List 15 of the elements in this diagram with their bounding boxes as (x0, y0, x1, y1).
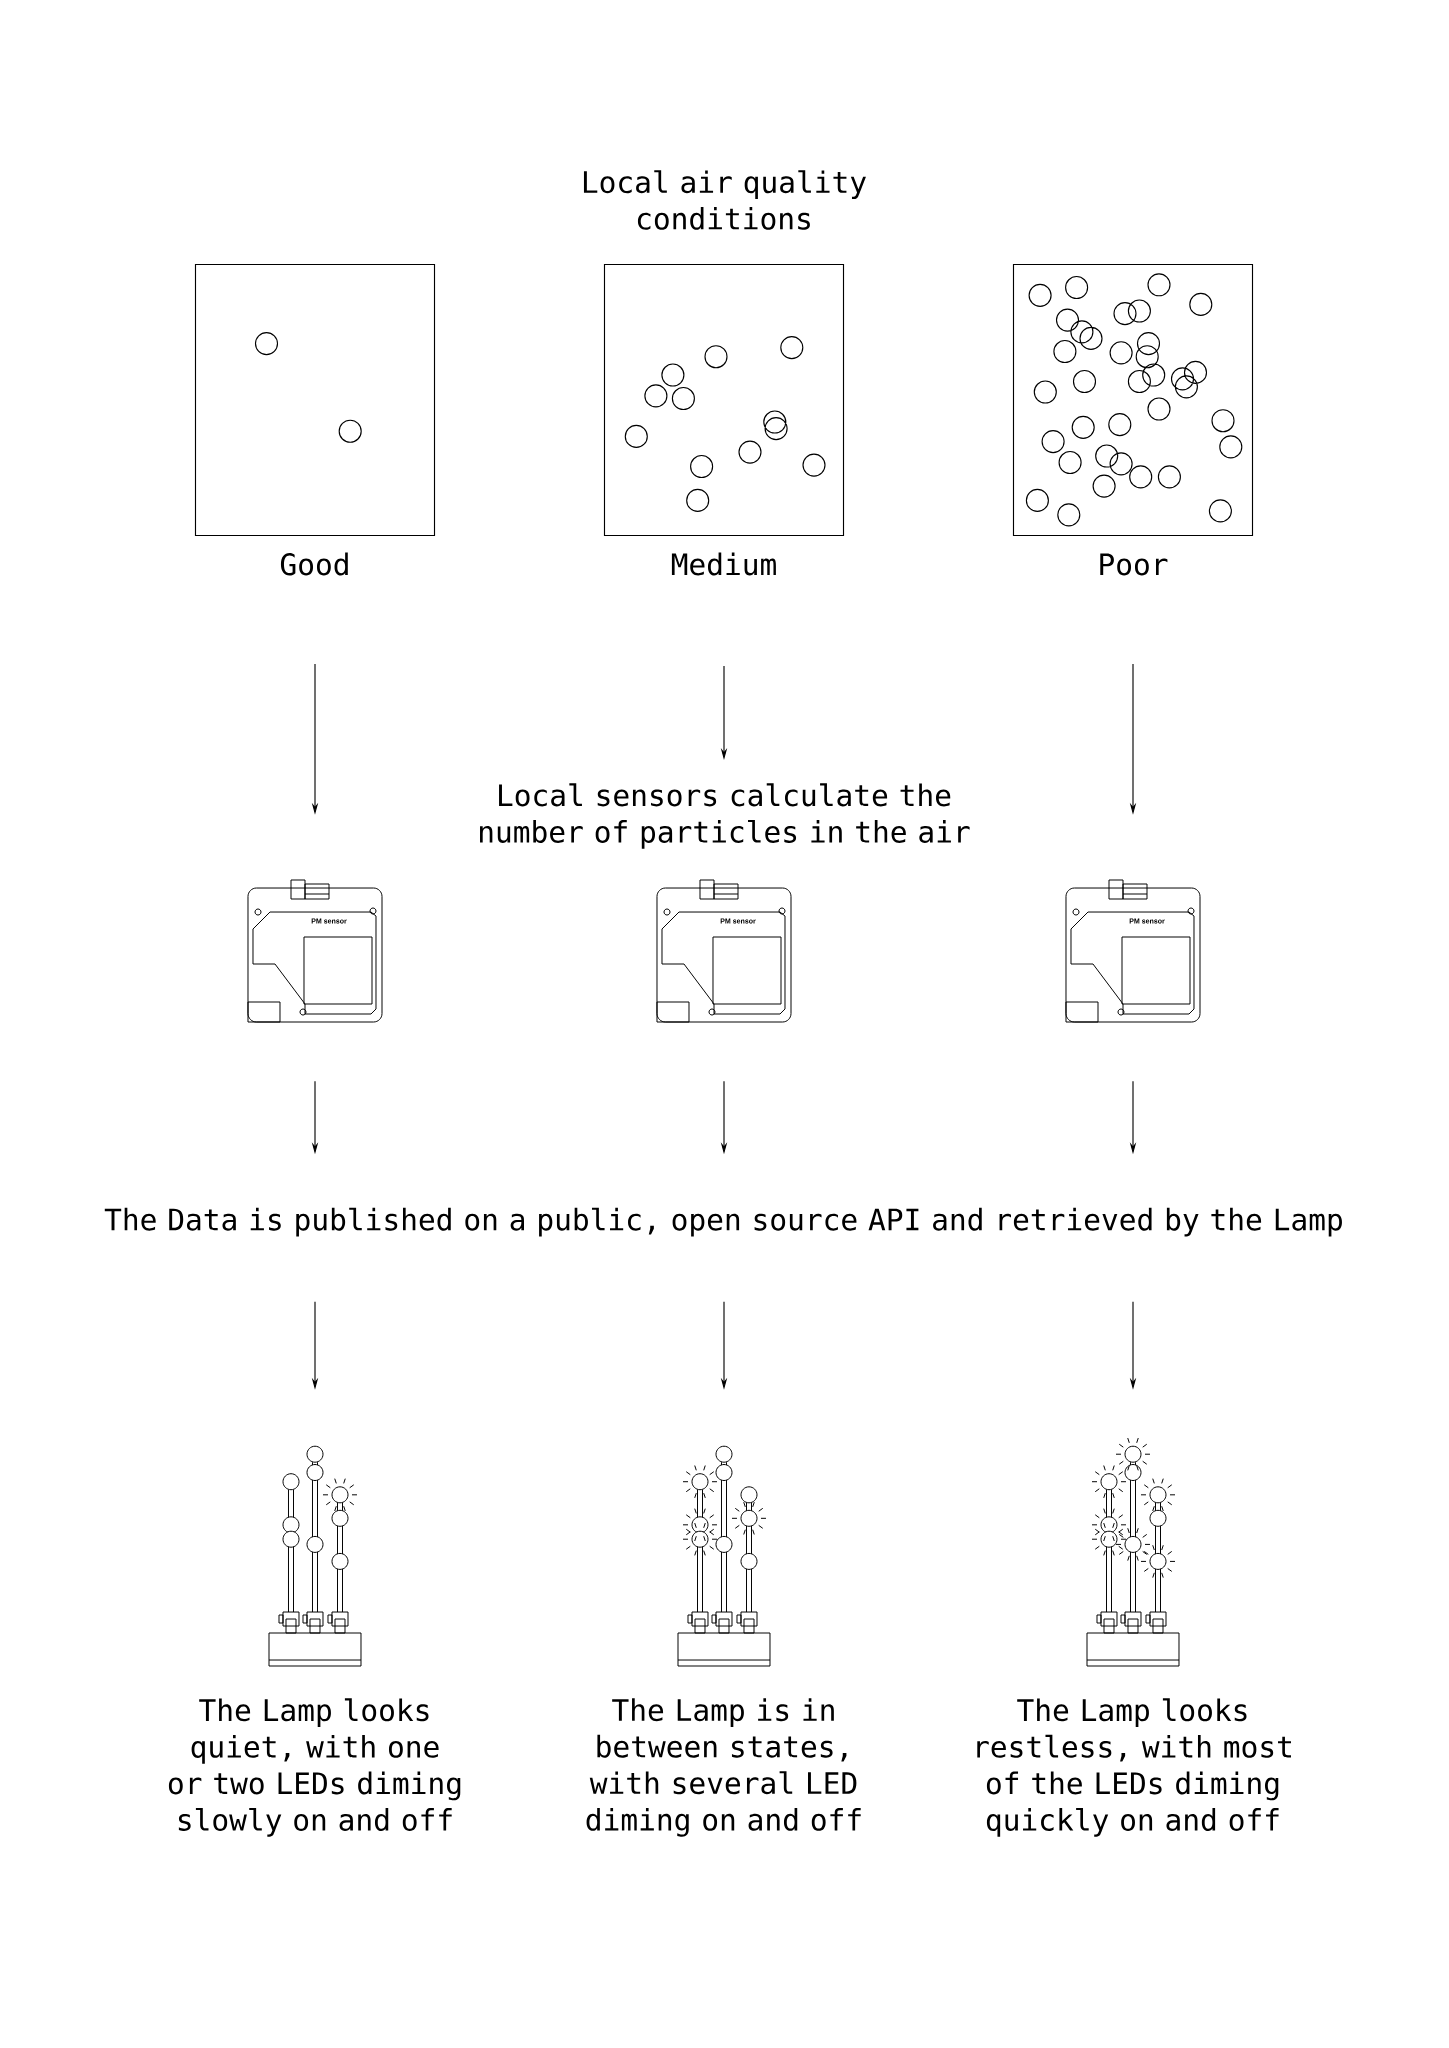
sensor-drawing (656, 879, 792, 1023)
description-text: The Data is published on a public, open source API and retrieved by the Lamp (104, 1207, 1342, 1237)
box-label: Poor (1100, 553, 1168, 576)
heading: Local air quality conditions (583, 170, 866, 230)
description-text: The Lamp looks quiet, with one or two LEDs diming slowly on and off (168, 1698, 461, 1837)
box-label: Good (280, 552, 348, 576)
description-text: The Lamp looks restless, with most of the LEDs diming quickly on and off (977, 1698, 1291, 1837)
box-label: Medium (671, 552, 776, 576)
description-text: The Lamp is in between states, with several LED diming on and off (586, 1698, 861, 1837)
lamp-drawing (268, 1445, 362, 1667)
sensor-drawing (247, 879, 383, 1023)
sensor-drawing (1065, 879, 1201, 1023)
lamp-drawing (1086, 1437, 1180, 1667)
description-text: Local sensors calculate the number of particles in the air (480, 783, 970, 849)
lamp-drawing (677, 1445, 771, 1667)
